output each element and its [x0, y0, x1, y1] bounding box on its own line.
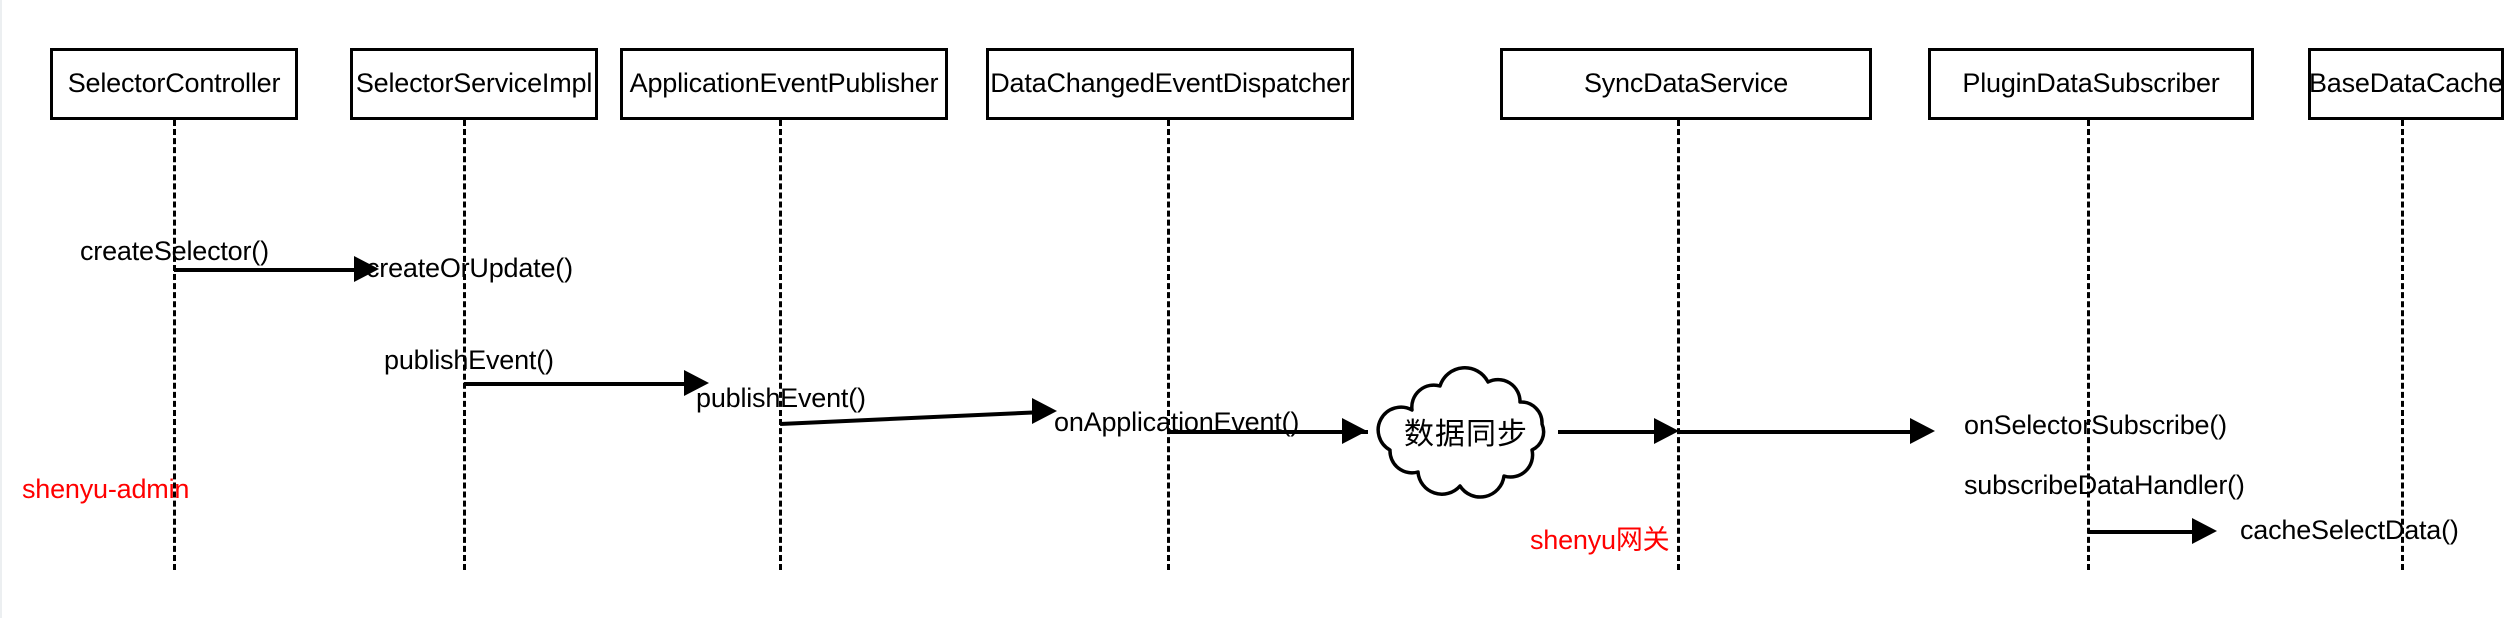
- message-line-publish-event-1: [464, 382, 686, 386]
- message-line-create-selector: [174, 268, 356, 272]
- message-arrowhead-create-selector: [354, 256, 379, 282]
- message-line-on-selector-subscribe: [1678, 430, 1916, 434]
- zone-note-shenyu-admin: shenyu-admin: [22, 474, 190, 504]
- participant-base-data-cache[interactable]: BaseDataCache: [2308, 48, 2504, 120]
- participant-label: SelectorController: [67, 68, 281, 99]
- participant-label: BaseDataCache: [2308, 68, 2504, 99]
- zone-note-shenyu-gateway: shenyu网关: [1530, 525, 1670, 555]
- participant-label: SelectorServiceImpl: [355, 68, 593, 99]
- message-label-subscribe-data-handler: subscribeDataHandler(): [1964, 470, 2245, 500]
- message-line-cache-select-data: [2088, 530, 2200, 534]
- participant-data-changed-event-dispatcher[interactable]: DataChangedEventDispatcher: [986, 48, 1354, 120]
- lifeline-base-data-cache: [2401, 120, 2404, 570]
- participant-label: PluginDataSubscriber: [1962, 68, 2220, 99]
- lifeline-application-event-publisher: [779, 120, 782, 570]
- message-arrowhead-on-selector-subscribe: [1910, 418, 1935, 444]
- lifeline-selector-controller: [173, 120, 176, 570]
- message-arrowhead-publish-event-1: [684, 370, 709, 396]
- lifeline-selector-service-impl: [463, 120, 466, 570]
- participant-selector-controller[interactable]: SelectorController: [50, 48, 298, 120]
- lifeline-data-changed-event-dispatcher: [1167, 120, 1170, 570]
- participant-label: DataChangedEventDispatcher: [990, 68, 1350, 99]
- message-arrowhead-publish-event-2: [1032, 398, 1057, 424]
- message-label-create-or-update: createOrUpdate(): [366, 253, 573, 283]
- lifeline-sync-data-service: [1677, 120, 1680, 570]
- participant-application-event-publisher[interactable]: ApplicationEventPublisher: [620, 48, 948, 120]
- cloud-shape-icon: [1376, 366, 1546, 499]
- message-arrowhead-cache-select-data: [2192, 518, 2217, 544]
- message-label-on-selector-subscribe: onSelectorSubscribe(): [1964, 410, 2227, 440]
- participant-plugin-data-subscriber[interactable]: PluginDataSubscriber: [1928, 48, 2254, 120]
- participant-selector-service-impl[interactable]: SelectorServiceImpl: [350, 48, 598, 120]
- lifeline-plugin-data-subscriber: [2087, 120, 2090, 570]
- data-sync-cloud: 数据同步: [1360, 362, 1572, 500]
- message-label-create-selector: createSelector(): [80, 236, 269, 266]
- participant-label: SyncDataService: [1583, 68, 1789, 99]
- message-arrowhead-cloud-to-sync: [1654, 418, 1679, 444]
- message-arrowhead-to-cloud: [1342, 418, 1367, 444]
- participant-sync-data-service[interactable]: SyncDataService: [1500, 48, 1872, 120]
- message-label-cache-select-data: cacheSelectData(): [2240, 515, 2459, 545]
- message-line-to-cloud: [1168, 430, 1368, 434]
- message-line-cloud-to-sync: [1558, 430, 1662, 434]
- message-label-publish-event-target: publishEvent(): [696, 383, 866, 413]
- message-label-publish-event-source: publishEvent(): [384, 345, 554, 375]
- participant-label: ApplicationEventPublisher: [629, 68, 939, 99]
